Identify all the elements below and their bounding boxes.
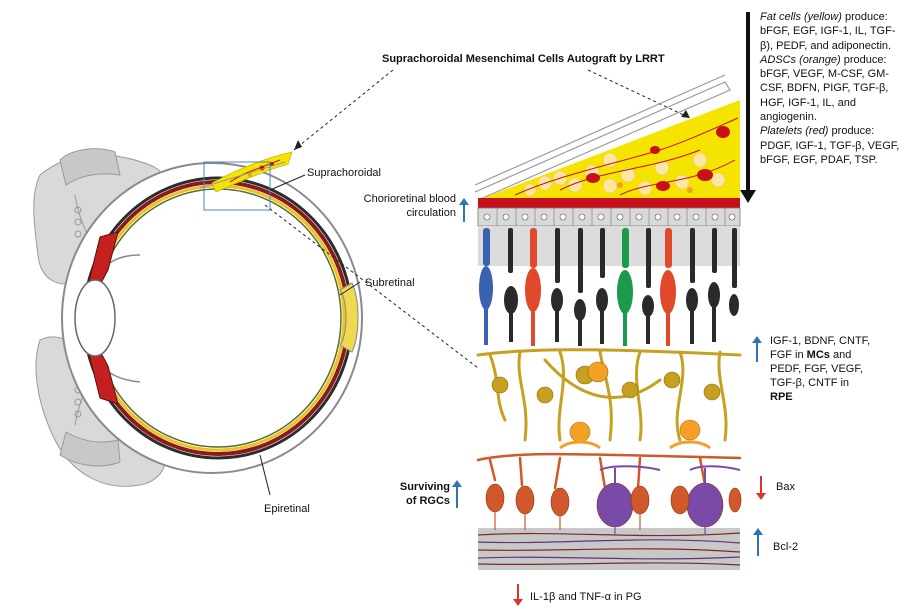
legend-plt-title: Platelets (red) [760,125,828,137]
surviving-up-arrow [456,486,458,508]
amacrine-cells [560,420,710,448]
factors-line1: IGF-1, BDNF, CNTF, [770,334,900,348]
photoreceptor-background [478,226,740,266]
legend-fat-title: Fat cells (yellow) [760,11,842,23]
legend-fat-verb: produce: [842,11,888,23]
suprachoroidal-graft [478,100,740,205]
legend-fat-list: bFGF, EGF, IGF-1, IL, TGF-β), PEDF, and … [760,24,902,53]
factors-line5: RPE [770,390,900,404]
chorioretinal-up-arrow [463,204,465,222]
factors-text: IGF-1, BDNF, CNTF, FGF in MCs and PEDF, … [770,334,900,404]
factors-line4: TGF-β, CNTF in [770,376,900,390]
factors-line2c: and [830,349,851,361]
purple-dendrites [600,466,740,483]
label-epiretinal: Epiretinal [264,502,310,516]
choroid-blood-layer [478,198,740,208]
diagram-title: Suprachoroidal Mesenchimal Cells Autogra… [382,52,665,66]
factors-line2a: FGF in [770,349,807,361]
legend-adsc-list: bFGF, VEGF, M-CSF, GM-CSF, BDFN, PIGF, T… [760,67,902,124]
ganglion-cell-layer [478,454,740,488]
cell-factor-legend: Fat cells (yellow) produce: bFGF, EGF, I… [760,10,902,167]
legend-adsc-title: ADSCs (orange) [760,54,841,66]
label-surviving-line2: of RGCs [375,494,450,508]
legend-black-arrow [740,12,756,203]
label-bax: Bax [776,480,795,494]
legend-plt-verb: produce: [828,125,874,137]
label-surviving-rgcs: Surviving of RGCs [375,480,450,508]
label-suprachoroidal: Suprachoroidal [307,166,381,180]
legend-adsc-verb: produce: [841,54,887,66]
label-chorioretinal: Chorioretinal blood circulation [341,192,456,220]
label-il-tnf: IL-1β and TNF-α in PG [530,590,642,604]
label-subretinal: Subretinal [365,276,415,290]
label-surviving-line1: Surviving [375,480,450,494]
lens [75,280,115,356]
rpe-layer [478,208,740,226]
factors-line3: PEDF, FGF, VEGF, [770,362,900,376]
bipolar-muller-layer [478,350,740,440]
ganglion-cells [486,483,741,527]
factors-up-arrow [756,342,758,362]
il-down-arrow [517,584,519,600]
legend-plt-list: PDGF, IGF-1, TGF-β, VEGF, bFGF, EGF, PDA… [760,139,902,168]
bcl2-up-arrow [757,534,759,556]
label-chorioretinal-line1: Chorioretinal blood [341,192,456,206]
label-chorioretinal-line2: circulation [341,206,456,220]
factors-line2b: MCs [807,349,830,361]
bax-down-arrow [760,476,762,494]
label-bcl2: Bcl-2 [773,540,798,554]
